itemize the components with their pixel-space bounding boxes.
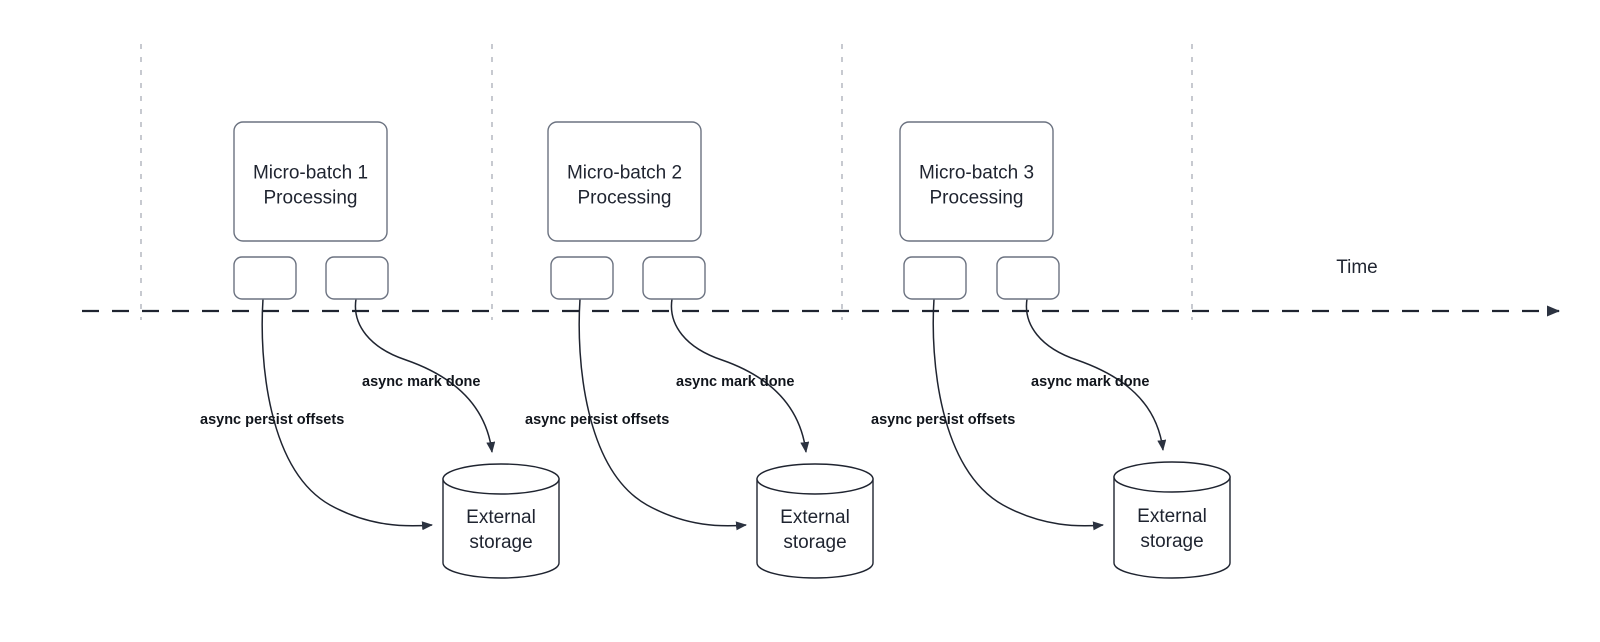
external-storage-cylinder-body xyxy=(756,478,874,579)
micro-batch-processing-box[interactable] xyxy=(547,121,702,242)
external-storage-label-line2: storage xyxy=(1140,531,1203,552)
micro-batch-processing-box[interactable] xyxy=(899,121,1054,242)
persist-offsets-task-box[interactable] xyxy=(233,256,297,300)
external-storage-cylinder-body xyxy=(1113,476,1231,579)
micro-batch-group-1: async persist offsets async mark done Micr… xyxy=(200,121,560,579)
external-storage-label-line2: storage xyxy=(783,532,846,553)
async-persist-offsets-edge-label: async persist offsets xyxy=(525,412,669,428)
micro-batch-title-line2: Processing xyxy=(578,188,672,209)
async-mark-done-edge-label: async mark done xyxy=(362,374,480,390)
async-mark-done-edge-label: async mark done xyxy=(1031,374,1149,390)
external-storage-cylinder-top[interactable] xyxy=(442,463,560,495)
mark-done-task-box[interactable] xyxy=(325,256,389,300)
async-persist-offsets-edge-label: async persist offsets xyxy=(871,412,1015,428)
micro-batch-title-line1: Micro-batch 2 xyxy=(567,163,682,184)
time-axis-label: Time xyxy=(1336,257,1378,278)
micro-batch-title-line2: Processing xyxy=(930,188,1024,209)
timeline-group: Time xyxy=(82,257,1560,317)
external-storage-cylinder-body xyxy=(442,478,560,579)
async-persist-offsets-edge xyxy=(578,298,747,531)
external-storage-cylinder-top[interactable] xyxy=(756,463,874,495)
micro-batch-title-line1: Micro-batch 3 xyxy=(919,163,1034,184)
external-storage-label-line2: storage xyxy=(469,532,532,553)
async-mark-done-edge xyxy=(354,298,496,453)
persist-offsets-task-box[interactable] xyxy=(903,256,967,300)
external-storage-cylinder-top[interactable] xyxy=(1113,461,1231,493)
micro-batch-processing-box[interactable] xyxy=(233,121,388,242)
external-storage-label-line1: External xyxy=(780,507,850,528)
batches-group: async persist offsets async mark done Micr… xyxy=(200,121,1231,579)
async-mark-done-edge-label: async mark done xyxy=(676,374,794,390)
async-mark-done-edge xyxy=(670,298,810,453)
micro-batch-title-line1: Micro-batch 1 xyxy=(253,163,368,184)
async-persist-offsets-edge-label: async persist offsets xyxy=(200,412,344,428)
async-persist-offsets-edge xyxy=(261,298,433,531)
async-mark-done-edge xyxy=(1025,298,1167,451)
external-storage-label-line1: External xyxy=(466,507,536,528)
micro-batch-title-line2: Processing xyxy=(264,188,358,209)
mark-done-task-box[interactable] xyxy=(996,256,1060,300)
external-storage-label-line1: External xyxy=(1137,506,1207,527)
persist-offsets-task-box[interactable] xyxy=(550,256,614,300)
micro-batch-group-2: async persist offsets async mark done Micr… xyxy=(525,121,874,579)
mark-done-task-box[interactable] xyxy=(642,256,706,300)
micro-batch-group-3: async persist offsets async mark done Micr… xyxy=(871,121,1231,579)
async-persist-offsets-edge xyxy=(932,298,1104,531)
